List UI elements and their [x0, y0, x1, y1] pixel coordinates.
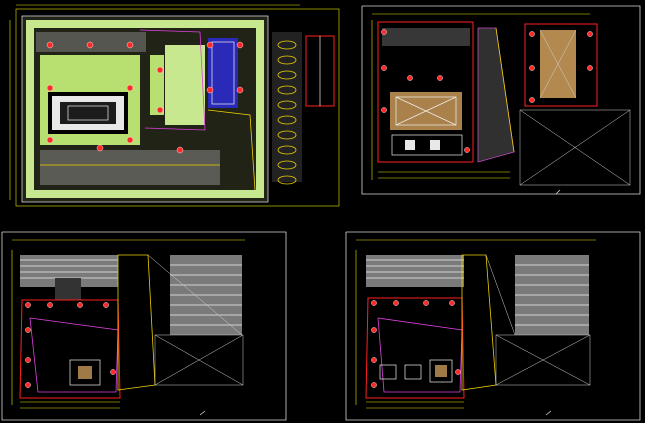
floor-plan-1-sheet — [361, 5, 641, 195]
site-plan-sheet — [9, 4, 340, 207]
floor-plan-2-sheet — [1, 231, 287, 421]
floor-plan-3-sheet — [345, 231, 641, 421]
